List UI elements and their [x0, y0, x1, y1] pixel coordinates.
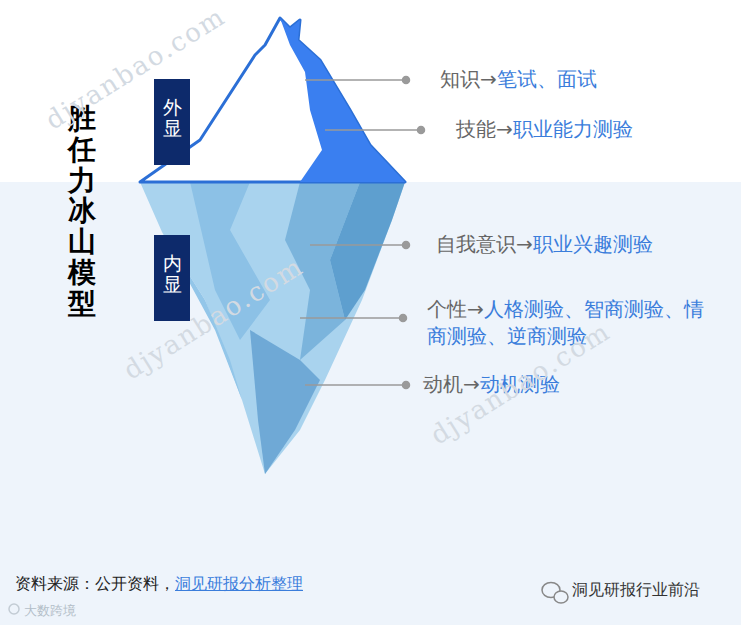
wechat-bubble: [554, 591, 568, 603]
label-row: 技能→职业能力测验: [456, 116, 736, 143]
label-row: 知识→笔试、面试: [440, 66, 730, 93]
category-label: 个性→: [427, 297, 484, 321]
label-row: 动机→动机测验: [423, 371, 723, 398]
category-label: 技能→: [456, 117, 513, 141]
brand-name: 洞见研报行业前沿: [572, 580, 700, 599]
leader-lines: [300, 77, 425, 389]
region-tag: 内显: [154, 235, 190, 321]
leader-line: [305, 384, 405, 386]
wechat-icon: [542, 583, 568, 604]
leader-dot: [403, 77, 410, 84]
label-row: 大数跨境: [24, 600, 144, 621]
region-label: 内显: [163, 253, 182, 295]
facet: [250, 330, 320, 474]
leader-line: [305, 79, 405, 81]
water: [0, 182, 741, 625]
facet: [330, 182, 405, 320]
leader-line: [325, 129, 420, 131]
label-row: 资料来源：公开资料，洞见研报分析整理: [15, 572, 435, 596]
sky: [0, 0, 741, 182]
leader-dot: [403, 382, 410, 389]
region-tag: 外显: [154, 79, 190, 165]
label-row: 自我意识→职业兴趣测验: [436, 231, 736, 258]
iceberg-tip-shade: [280, 18, 405, 182]
leader-dot: [403, 242, 410, 249]
leader-dot: [418, 127, 425, 134]
leader-dot: [400, 315, 407, 322]
title: 胜任力冰山模型: [68, 104, 96, 320]
source-note: 资料来源：公开资料，: [15, 574, 175, 593]
leader-line: [300, 317, 402, 319]
watermark: djyanbao.com: [118, 251, 309, 386]
logo-mark: [9, 604, 19, 614]
category-label: 知识→: [440, 67, 497, 91]
source-link: 洞见研报分析整理: [175, 574, 303, 593]
method-label: 笔试、面试: [497, 67, 597, 91]
logo-text: 大数跨境: [24, 603, 76, 618]
category-label: 动机→: [423, 372, 480, 396]
region-label: 外显: [163, 97, 182, 139]
method-label: 职业兴趣测验: [533, 232, 653, 256]
leader-line: [310, 244, 405, 246]
watermark: djyanbao.com: [40, 1, 231, 136]
category-label: 自我意识→: [436, 232, 533, 256]
method-label: 职业能力测验: [513, 117, 633, 141]
label-row: 洞见研报行业前沿: [572, 578, 737, 602]
